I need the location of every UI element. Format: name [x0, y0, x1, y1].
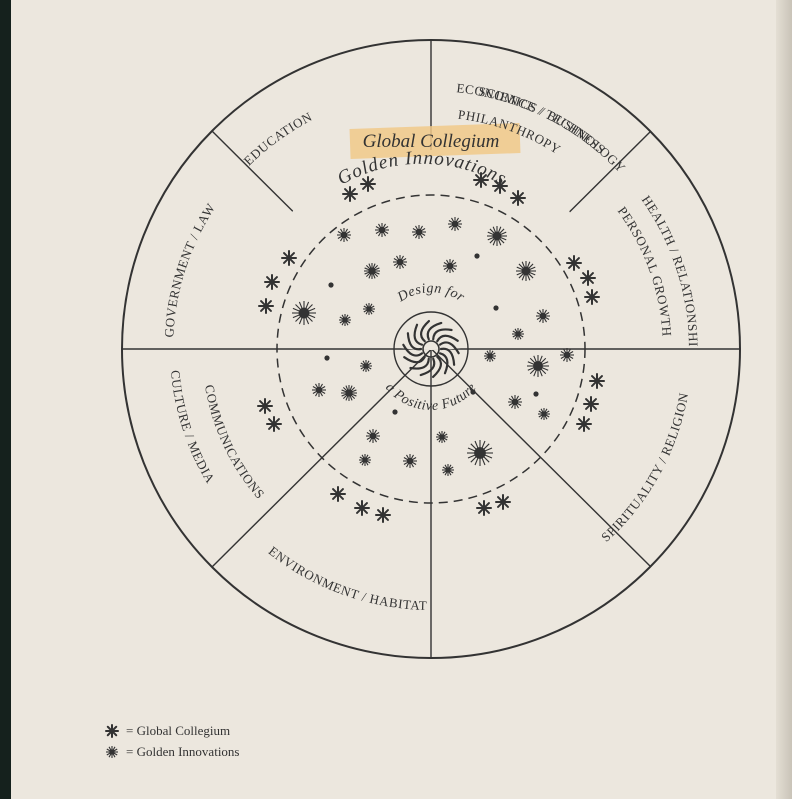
asterisk-icon — [354, 500, 370, 516]
asterisk-icon — [105, 723, 119, 738]
dashed-circle — [276, 194, 586, 504]
symbol-layer — [257, 172, 605, 523]
title-highlight — [349, 123, 521, 159]
sunburst-icon — [536, 309, 550, 323]
sunburst-icon — [366, 429, 380, 443]
center-title: Global Collegium — [363, 131, 500, 152]
sunburst-icon — [412, 225, 426, 239]
asterisk-icon — [281, 250, 297, 266]
legend: = Global Collegium = Golden Innovations — [104, 720, 239, 762]
sunburst-icon — [487, 226, 507, 246]
sunburst-icon — [516, 261, 536, 281]
sector-label-spirituality: SPIRITUALITY / RELIGION — [598, 391, 691, 545]
page-shadow — [776, 0, 792, 799]
sunburst-icon — [393, 255, 407, 269]
page-edge — [0, 0, 11, 799]
sunburst-icon — [484, 350, 496, 362]
asterisk-icon — [580, 270, 596, 286]
dot-mark — [533, 391, 539, 397]
sunburst-icon — [443, 259, 457, 273]
sunburst-icon — [312, 383, 326, 397]
sunburst-icon — [508, 395, 522, 409]
dot-mark — [493, 305, 499, 311]
dot-mark — [470, 389, 476, 395]
asterisk-icon — [258, 298, 274, 314]
sunburst-icon — [341, 385, 357, 401]
legend-label: = Golden Innovations — [126, 743, 240, 759]
sunburst-icon — [403, 454, 417, 468]
asterisk-icon — [476, 500, 492, 516]
dot-mark — [324, 355, 330, 361]
asterisk-icon — [375, 507, 391, 523]
sector-label-education: EDUCATION — [241, 109, 315, 169]
asterisk-icon — [583, 396, 599, 412]
legend-item-global-collegium: = Global Collegium — [104, 720, 239, 741]
sunburst-icon — [527, 355, 549, 377]
sunburst-icon — [512, 328, 524, 340]
sector-label-government: GOVERNMENT / LAW — [161, 200, 218, 338]
sunburst-icon — [337, 228, 351, 242]
sunburst-icon — [339, 314, 351, 326]
sunburst-icon — [448, 217, 462, 231]
sunburst-icon — [364, 263, 380, 279]
legend-label: = Global Collegium — [126, 722, 231, 738]
spiral-sun-icon — [402, 319, 460, 379]
center-panel — [281, 150, 581, 350]
sector-label-environment: ENVIRONMENT / HABITAT — [266, 543, 428, 613]
asterisk-icon — [264, 274, 280, 290]
sunburst-icon — [442, 464, 454, 476]
asterisk-icon — [257, 398, 273, 414]
sunburst-icon — [106, 745, 118, 758]
sunburst-icon — [360, 360, 372, 372]
asterisk-icon — [495, 494, 511, 510]
asterisk-icon — [584, 289, 600, 305]
asterisk-icon — [492, 178, 508, 194]
legend-item-golden-innovations: = Golden Innovations — [104, 741, 239, 762]
sunburst-icon — [106, 745, 118, 758]
sunburst-icon — [363, 303, 375, 315]
asterisk-icon — [330, 486, 346, 502]
asterisk-icon — [576, 416, 592, 432]
sunburst-icon — [538, 408, 550, 420]
core-ring — [393, 311, 469, 387]
sector-label-communications: COMMUNICATIONS — [202, 384, 268, 502]
asterisk-icon — [566, 255, 582, 271]
sunburst-icon — [560, 348, 574, 362]
dot-mark — [392, 409, 398, 415]
asterisk-icon — [589, 373, 605, 389]
sunburst-icon — [436, 431, 448, 443]
sunburst-icon — [359, 454, 371, 466]
sunburst-icon — [467, 440, 493, 466]
asterisk-icon — [266, 416, 282, 432]
dot-mark — [328, 282, 334, 288]
sunburst-icon — [292, 301, 316, 325]
asterisk-icon — [105, 723, 119, 738]
asterisk-icon — [342, 186, 358, 202]
asterisk-icon — [360, 176, 376, 192]
dot-mark — [474, 253, 480, 259]
sunburst-icon — [375, 223, 389, 237]
asterisk-icon — [510, 190, 526, 206]
asterisk-icon — [473, 172, 489, 188]
